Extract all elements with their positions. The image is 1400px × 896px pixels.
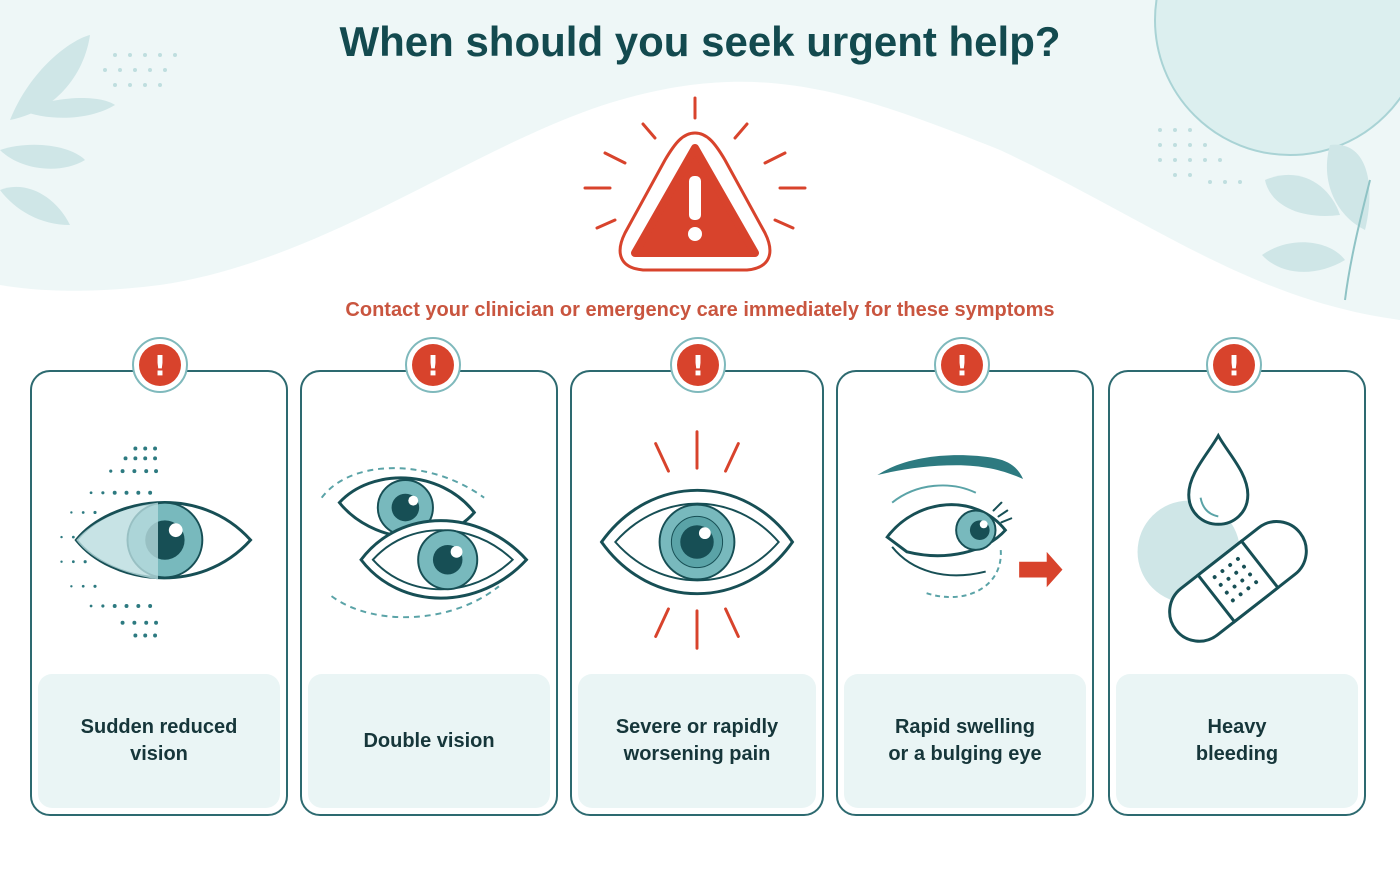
symptom-card-double-vision: Double vision xyxy=(300,370,558,816)
alert-badge-icon: ! xyxy=(405,337,461,393)
symptom-caption-box: Rapid swelling or a bulging eye xyxy=(844,674,1086,808)
exclamation-icon: ! xyxy=(139,344,181,386)
symptom-caption-box: Double vision xyxy=(308,674,550,808)
symptom-card-bulging-eye: Rapid swelling or a bulging eye xyxy=(836,370,1094,816)
symptom-card-heavy-bleeding: Heavy bleeding xyxy=(1108,370,1366,816)
symptom-card-reduced-vision: Sudden reduced vision xyxy=(30,370,288,816)
exclamation-icon: ! xyxy=(941,344,983,386)
exclamation-icon: ! xyxy=(1213,344,1255,386)
symptom-caption-box: Severe or rapidly worsening pain xyxy=(578,674,816,808)
alert-badge-icon: ! xyxy=(132,337,188,393)
swollen-bulging-eye-icon xyxy=(877,455,1063,598)
alert-badge-icon: ! xyxy=(670,337,726,393)
painful-eye-icon xyxy=(599,430,795,650)
alert-badge-icon: ! xyxy=(934,337,990,393)
symptom-label: Double vision xyxy=(363,729,495,752)
exclamation-icon: ! xyxy=(412,344,454,386)
subtitle: Contact your clinician or emergency care… xyxy=(345,299,1055,321)
leaf-icon xyxy=(0,35,115,225)
warning-triangle-icon xyxy=(583,96,807,272)
page-title: When should you seek urgent help? xyxy=(339,18,1061,65)
symptom-card-severe-pain: Severe or rapidly worsening pain xyxy=(570,370,824,816)
symptom-label: Rapid swelling or a bulging eye xyxy=(888,716,1042,765)
leaf-icon xyxy=(1262,144,1371,301)
symptom-caption-box: Sudden reduced vision xyxy=(38,674,280,808)
symptom-label: Heavy bleeding xyxy=(1195,716,1279,765)
alert-badge-icon: ! xyxy=(1206,337,1262,393)
exclamation-icon: ! xyxy=(677,344,719,386)
double-vision-eyes-icon xyxy=(320,467,529,619)
symptom-label: Sudden reduced vision xyxy=(80,716,238,765)
symptom-caption-box: Heavy bleeding xyxy=(1116,674,1358,808)
blood-drop-bandage-icon xyxy=(1137,432,1308,643)
symptom-label: Severe or rapidly worsening pain xyxy=(615,716,779,765)
reduced-vision-eye-icon xyxy=(60,446,253,638)
